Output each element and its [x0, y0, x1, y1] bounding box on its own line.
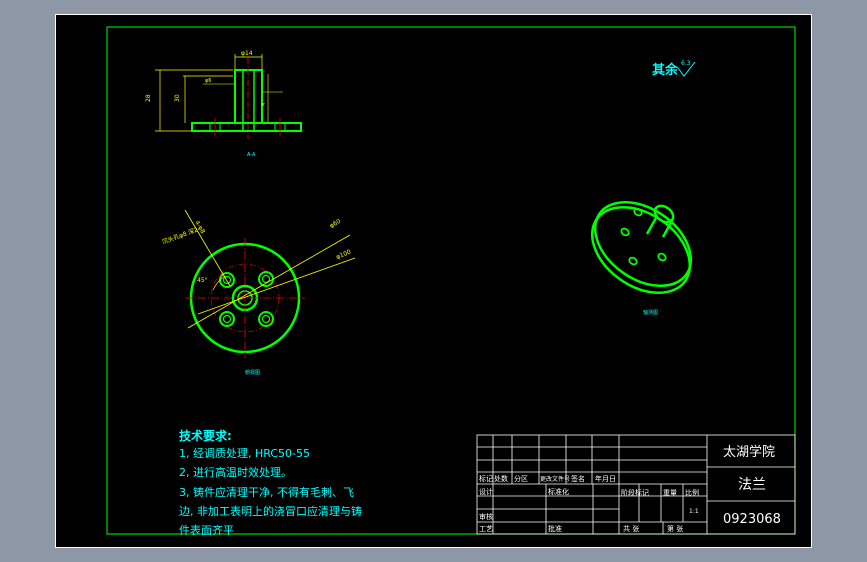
tb-header-5: 年月日 [595, 474, 616, 483]
title-block [476, 434, 796, 535]
flange-outline [191, 122, 302, 132]
tb-school: 太湖学院 [723, 444, 775, 460]
top-view-label: 俯视图 [245, 369, 260, 376]
isometric-view: 轴测图 [590, 200, 693, 316]
dim-pcd: φ60 [329, 218, 343, 230]
title-block-border [476, 434, 796, 535]
tb-header-2: 分区 [514, 474, 528, 483]
iso-hole-3 [628, 256, 638, 266]
front-view-label: A-A [247, 152, 256, 158]
tech-line-3: 3, 铸件应清理干净, 不得有毛刺、飞 [179, 485, 354, 499]
drawing-sheet: 其余 6.3 φ14 28 30 φ6 4 [55, 14, 812, 548]
hole-1 [219, 272, 235, 288]
dim-height-total: 28 [145, 94, 152, 102]
roughness-symbol-icon [677, 61, 696, 77]
dim-angle-arc [212, 275, 226, 291]
tb-weight: 重量 [663, 489, 677, 497]
tech-line-4: 边, 非加工表明上的浇冒口应清理与铸 [179, 504, 362, 518]
tb-row-standard: 标准化 [548, 487, 569, 496]
dim-pcd-leader [187, 234, 351, 329]
iso-hole-2 [633, 207, 643, 217]
dim-holes-leader [184, 209, 231, 287]
iso-boss-top [653, 204, 675, 224]
tb-stage-mark: 阶段标记 [621, 488, 649, 497]
dim-outer: φ100 [335, 249, 352, 261]
tb-scale-value: 1:1 [689, 508, 699, 515]
dim-flange-thickness: 4 [261, 103, 267, 106]
tb-header-4: 签名 [571, 474, 585, 483]
hole-3 [219, 311, 235, 327]
tb-header-3: 更改文件号 [540, 475, 570, 483]
iso-hole-4 [657, 252, 667, 262]
inner-border [106, 26, 796, 535]
title-block-text: 标记 处数 分区 更改文件号 签名 年月日 设计 标准化 审核 工艺 批准 阶段… [479, 444, 781, 533]
iso-flange-top [593, 200, 693, 288]
hole-2 [258, 271, 274, 287]
tech-line-1: 1, 经调质处理, HRC50-55 [179, 447, 310, 460]
tech-line-2: 2, 进行高温时效处理。 [179, 465, 292, 479]
tech-line-5: 件表面齐平 [179, 523, 234, 537]
tb-header-1: 处数 [494, 474, 508, 483]
cad-drawing-canvas: 其余 6.3 φ14 28 30 φ6 4 [55, 14, 812, 548]
dim-counterbore-note: 沉头孔φ8 深2 [161, 225, 199, 245]
tb-row-review: 审核 [479, 512, 493, 521]
top-view: φ60 φ100 4-φ8 45° 沉头孔φ8 深2 俯视图 [161, 209, 356, 376]
iso-boss-side-1 [645, 217, 658, 235]
tb-row-approve: 批准 [548, 524, 562, 533]
front-view: φ14 28 30 φ6 4 A-A [145, 50, 302, 158]
tb-part-name: 法兰 [738, 477, 766, 493]
tb-sheet-current: 第 张 [667, 524, 683, 533]
roughness-note: 其余 6.3 [652, 60, 696, 78]
tech-title: 技术要求: [179, 428, 232, 443]
iso-hole-1 [620, 227, 630, 237]
roughness-value: 6.3 [681, 60, 691, 67]
hole-4 [258, 311, 274, 327]
dim-bore: φ6 [205, 78, 211, 84]
iso-view-label: 轴测图 [643, 309, 658, 316]
tech-requirements: 技术要求: 1, 经调质处理, HRC50-55 2, 进行高温时效处理。 3,… [179, 428, 362, 537]
tb-row-design: 设计 [479, 487, 493, 496]
tb-scale-label: 比例 [685, 488, 699, 497]
dim-height-inner: 30 [174, 94, 181, 102]
roughness-label: 其余 [652, 62, 679, 78]
dim-outer-leader [197, 257, 356, 315]
dim-top-width: φ14 [241, 50, 253, 57]
tb-sheet-total: 共 张 [623, 524, 639, 533]
tb-drawing-no: 0923068 [723, 512, 781, 527]
outer-border [55, 14, 812, 548]
iso-flange-bottom [590, 205, 692, 295]
boss-outline [234, 69, 263, 124]
tb-header-0: 标记 [479, 474, 493, 483]
iso-boss-side-2 [661, 220, 674, 238]
tb-row-process: 工艺 [479, 525, 493, 533]
dim-angle: 45° [197, 277, 208, 284]
